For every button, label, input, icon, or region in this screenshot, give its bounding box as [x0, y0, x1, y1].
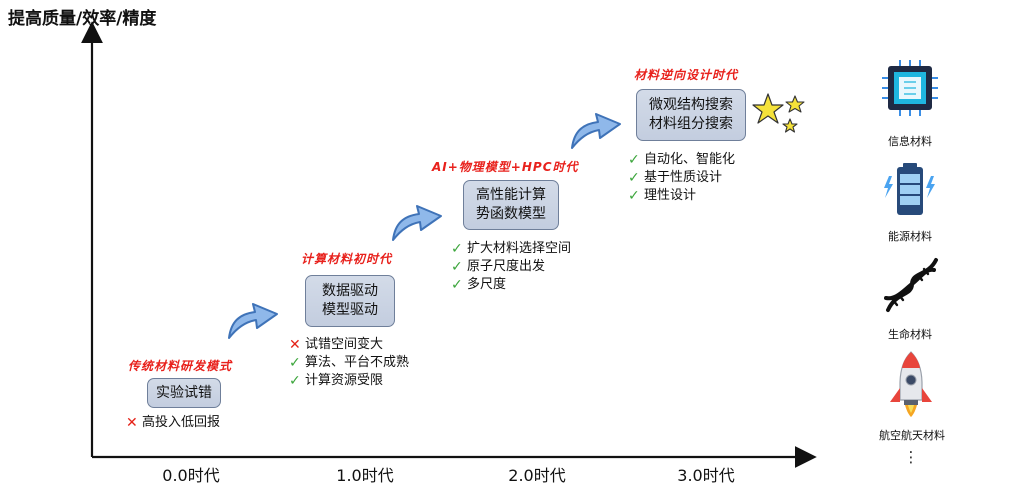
era-0-bullets: ✕ 高投入低回报 [126, 414, 220, 432]
era-2-box-line-1: 势函数模型 [476, 206, 546, 222]
bullet: ✓ 算法、平台不成熟 [289, 354, 409, 372]
curved-arrow-icon [228, 303, 278, 339]
x-tick-1: 1.0时代 [336, 466, 394, 485]
bullet-text: 自动化、智能化 [644, 152, 736, 167]
battery-icon [884, 163, 935, 215]
era-0-box-line-0: 实验试错 [156, 384, 212, 401]
era-1-box-line-0: 数据驱动 [322, 283, 378, 299]
bullet: ✓ 理性设计 [628, 187, 735, 205]
era-3-label: 材料逆向设计时代 [634, 68, 739, 82]
bullet: ✓ 扩大材料选择空间 [451, 240, 571, 258]
check-icon: ✓ [451, 277, 463, 293]
era-3-bullets: ✓ 自动化、智能化 ✓ 基于性质设计 ✓ 理性设计 [628, 151, 735, 205]
bullet-text: 计算资源受限 [305, 373, 384, 388]
check-icon: ✓ [628, 188, 640, 204]
check-icon: ✓ [628, 170, 640, 186]
bullet: ✓ 计算资源受限 [289, 372, 409, 390]
curved-arrow-icon [571, 113, 621, 149]
era-2-bullets: ✓ 扩大材料选择空间 ✓ 原子尺度出发 ✓ 多尺度 [451, 240, 571, 294]
bullet-text: 原子尺度出发 [467, 259, 546, 274]
era-1-label: 计算材料初时代 [301, 252, 393, 266]
bullet-text: 高投入低回报 [142, 415, 221, 430]
cross-icon: ✕ [289, 337, 301, 353]
chip-icon [882, 60, 938, 116]
era-1-box: 数据驱动 模型驱动 [305, 275, 395, 327]
bullet-text: 多尺度 [467, 277, 507, 292]
dna-icon [884, 258, 938, 312]
era-0-label: 传统材料研发模式 [128, 359, 233, 373]
era-2-box-line-0: 高性能计算 [476, 187, 546, 203]
side-item-label-3: 航空航天材料 [879, 429, 945, 442]
bullet-text: 理性设计 [644, 188, 697, 203]
era-2-box: 高性能计算 势函数模型 [463, 180, 559, 230]
bullet: ✓ 原子尺度出发 [451, 258, 571, 276]
era-0-box: 实验试错 [147, 378, 221, 408]
x-tick-2: 2.0时代 [508, 466, 566, 485]
side-item-label-2: 生命材料 [888, 328, 932, 341]
check-icon: ✓ [289, 373, 301, 389]
check-icon: ✓ [451, 241, 463, 257]
y-axis-title: 提高质量/效率/精度 [8, 9, 157, 29]
check-icon: ✓ [289, 355, 301, 371]
era-1-box-line-1: 模型驱动 [322, 302, 378, 318]
bullet: ✕ 试错空间变大 [289, 336, 409, 354]
check-icon: ✓ [628, 152, 640, 168]
rocket-icon [890, 351, 932, 417]
bullet-text: 试错空间变大 [305, 337, 384, 352]
cross-icon: ✕ [126, 415, 138, 431]
bullet: ✓ 自动化、智能化 [628, 151, 735, 169]
side-item-label-1: 能源材料 [888, 230, 932, 243]
bullet-text: 算法、平台不成熟 [305, 355, 410, 370]
bullet: ✕ 高投入低回报 [126, 414, 220, 432]
bullet-text: 扩大材料选择空间 [467, 241, 572, 256]
era-3-box-line-1: 材料组分搜索 [649, 116, 733, 132]
era-1-bullets: ✕ 试错空间变大 ✓ 算法、平台不成熟 ✓ 计算资源受限 [289, 336, 409, 390]
bullet-text: 基于性质设计 [644, 170, 723, 185]
bullet: ✓ 多尺度 [451, 276, 571, 294]
check-icon: ✓ [451, 259, 463, 275]
curved-arrow-icon [392, 205, 442, 241]
era-3-box: 微观结构搜索 材料组分搜索 [636, 89, 746, 141]
x-tick-3: 3.0时代 [677, 466, 735, 485]
era-3-box-line-0: 微观结构搜索 [649, 97, 733, 113]
side-item-label-0: 信息材料 [888, 135, 932, 148]
x-tick-0: 0.0时代 [162, 466, 220, 485]
bullet: ✓ 基于性质设计 [628, 169, 735, 187]
stars-icon [752, 93, 805, 133]
era-2-label: AI+物理模型+HPC时代 [432, 160, 579, 174]
more-items-ellipsis: ⋮ [903, 448, 919, 466]
